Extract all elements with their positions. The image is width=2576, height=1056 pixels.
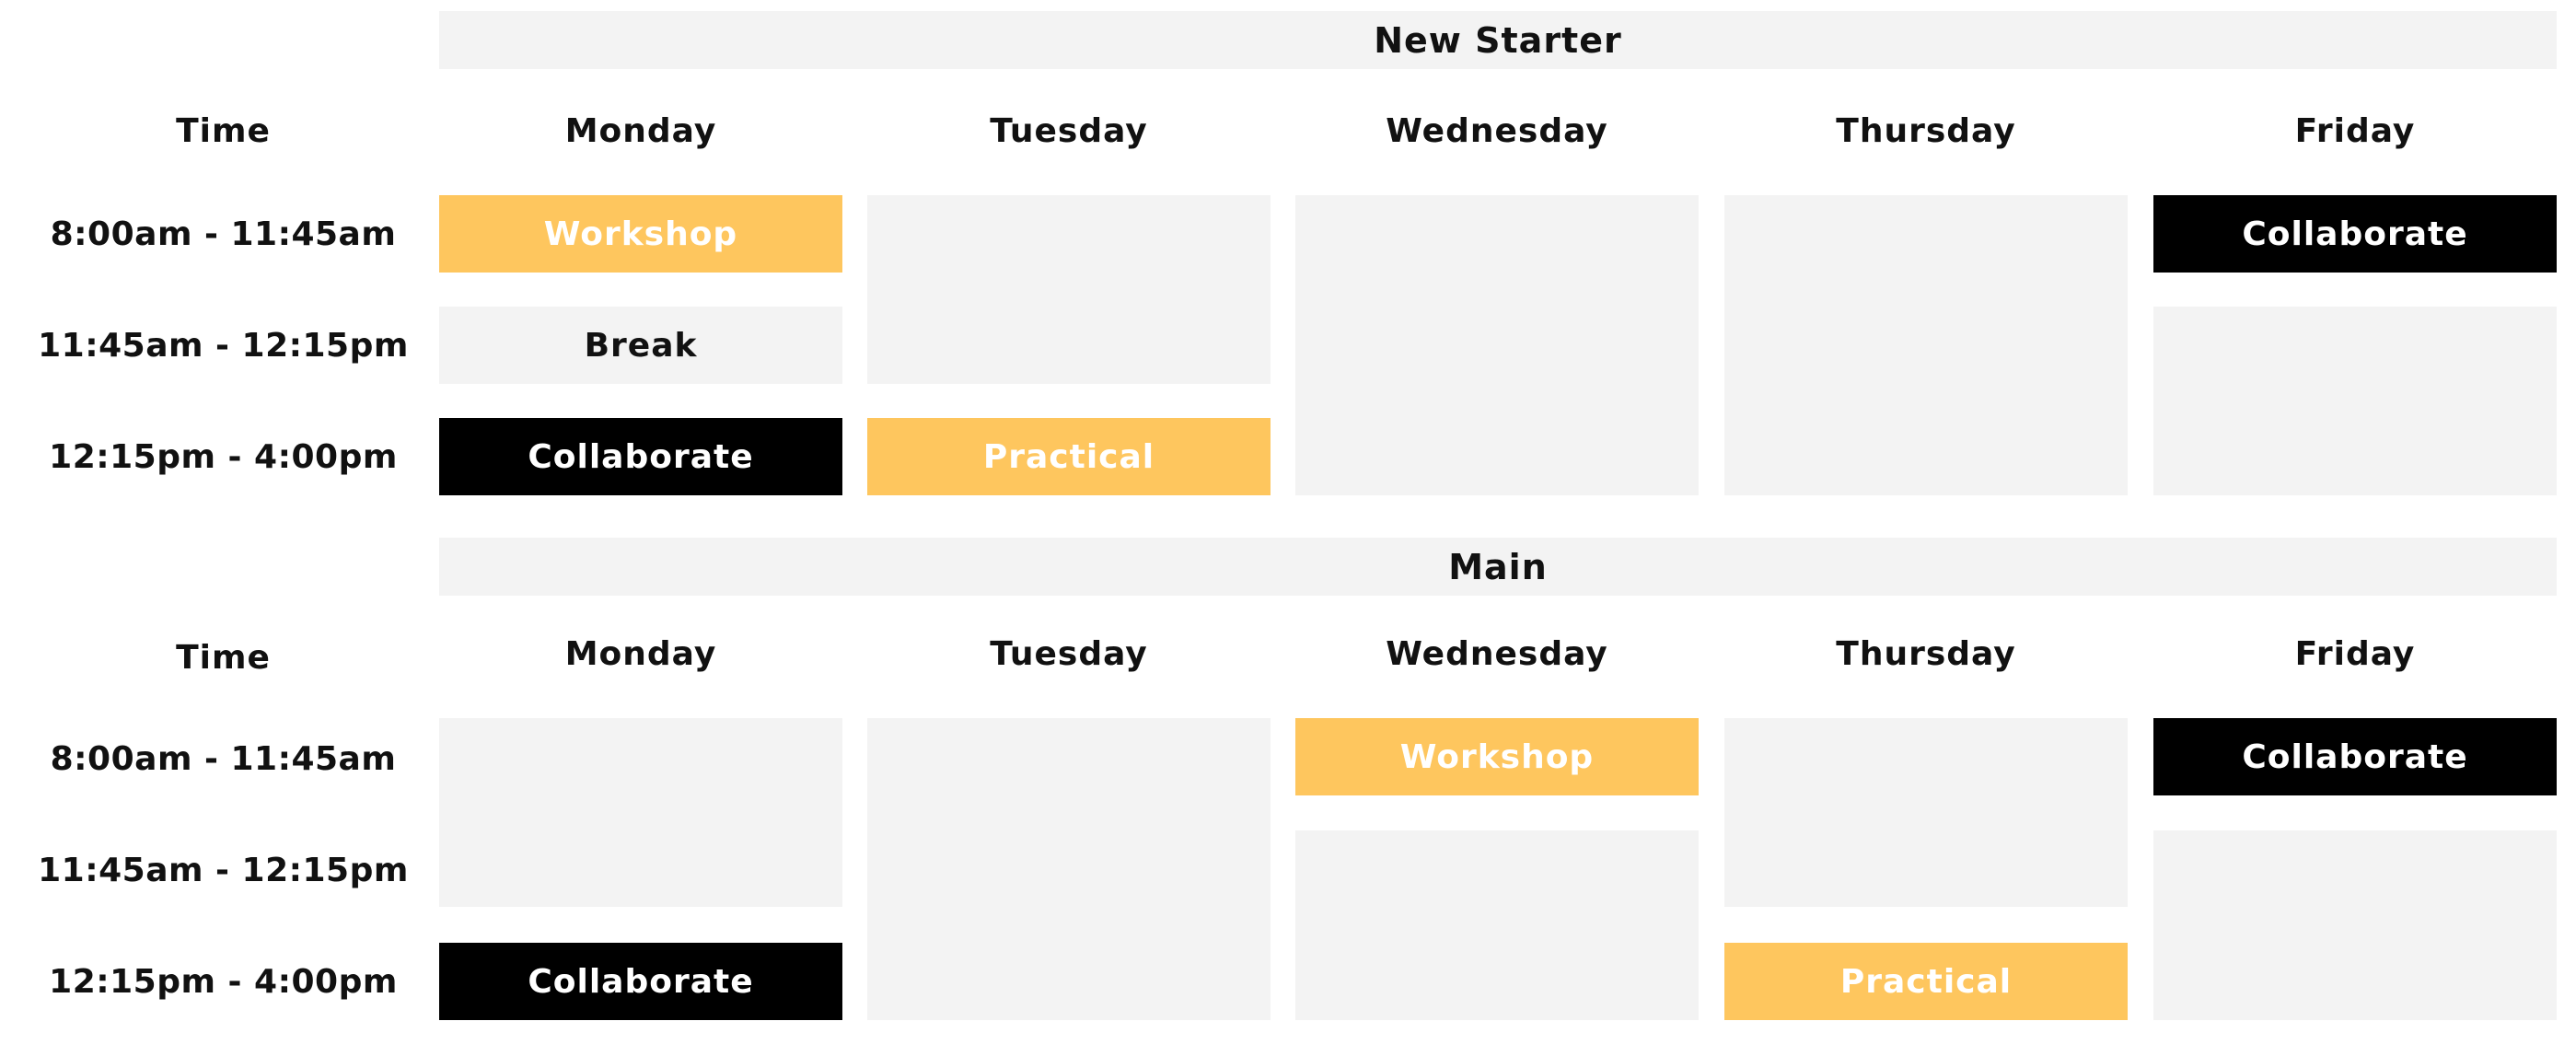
empty-block (2153, 830, 2557, 1020)
time-slot-label: 11:45am - 12:15pm (38, 851, 409, 889)
time-column-header: Time (176, 638, 271, 677)
time-column-header: Time (176, 111, 271, 150)
schedule-title: Main (439, 538, 2557, 596)
day-header-monday: Monday (564, 634, 717, 673)
day-header-monday: Monday (564, 111, 717, 150)
day-header-wednesday: Wednesday (1386, 634, 1608, 673)
time-slot-label: 12:15pm - 4:00pm (49, 962, 398, 1001)
empty-block (439, 718, 842, 907)
session-block-collaborate: Collaborate (439, 943, 842, 1020)
day-header-tuesday: Tuesday (990, 634, 1148, 673)
empty-block (2153, 307, 2557, 495)
empty-block (867, 718, 1271, 1020)
session-block-break: Break (439, 307, 842, 384)
time-slot-label: 8:00am - 11:45am (50, 739, 397, 778)
session-block-workshop: Workshop (1295, 718, 1699, 795)
empty-block (867, 195, 1271, 384)
session-block-practical: Practical (867, 418, 1271, 495)
day-header-friday: Friday (2294, 634, 2416, 673)
session-block-workshop: Workshop (439, 195, 842, 273)
session-block-collaborate: Collaborate (2153, 195, 2557, 273)
day-header-tuesday: Tuesday (990, 111, 1148, 150)
time-slot-label: 12:15pm - 4:00pm (49, 437, 398, 476)
day-header-thursday: Thursday (1836, 111, 2016, 150)
day-header-wednesday: Wednesday (1386, 111, 1608, 150)
empty-block (1295, 195, 1699, 495)
time-slot-label: 8:00am - 11:45am (50, 215, 397, 253)
session-block-collaborate: Collaborate (2153, 718, 2557, 795)
day-header-thursday: Thursday (1836, 634, 2016, 673)
session-block-collaborate: Collaborate (439, 418, 842, 495)
schedule-title: New Starter (439, 11, 2557, 69)
day-header-friday: Friday (2294, 111, 2416, 150)
empty-block (1295, 830, 1699, 1020)
time-slot-label: 11:45am - 12:15pm (38, 326, 409, 365)
session-block-practical: Practical (1724, 943, 2128, 1020)
empty-block (1724, 718, 2128, 907)
empty-block (1724, 195, 2128, 495)
